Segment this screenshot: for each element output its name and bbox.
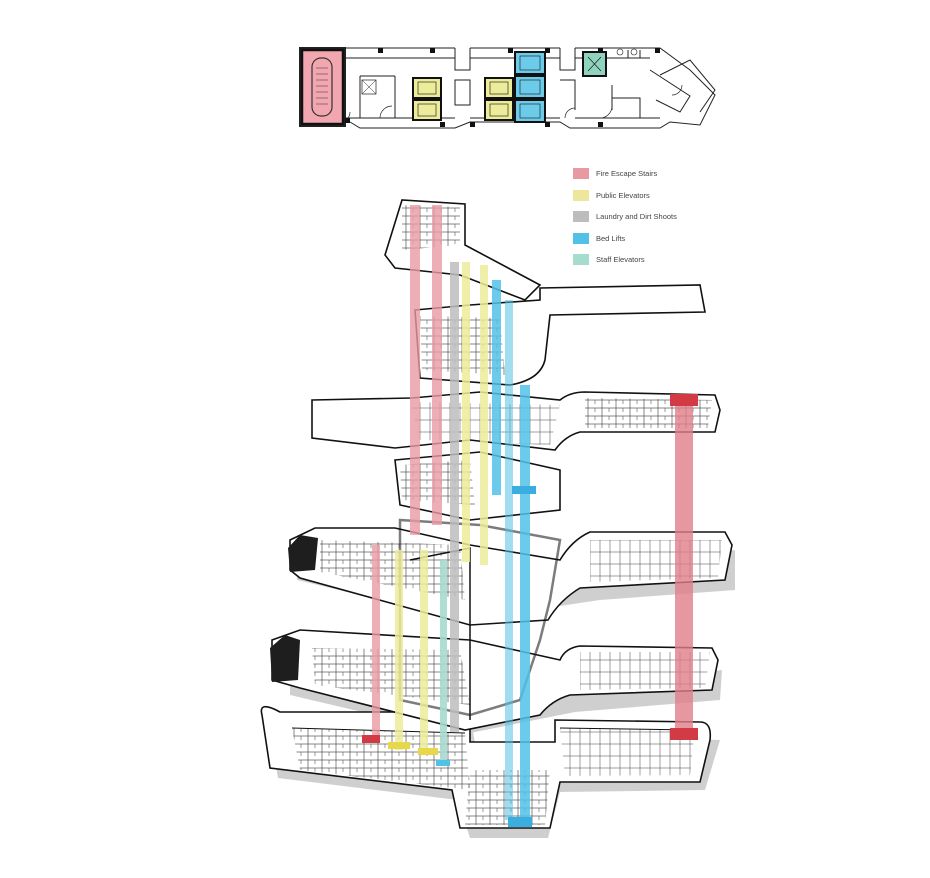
public-elevator-shaft-1 <box>462 262 470 562</box>
legend-label: Public Elevators <box>596 190 650 200</box>
fire-stair-shaft-4 <box>675 398 693 738</box>
public-elevator-shaft-2 <box>480 265 488 565</box>
stair-plan-icon <box>300 48 345 126</box>
legend-swatch <box>573 232 589 244</box>
public-elevator-shaft-4 <box>420 550 428 750</box>
public-elevator-shaft-3 <box>395 550 403 750</box>
fire-stair-shaft-1 <box>410 205 420 535</box>
legend-label: Laundry and Dirt Shoots <box>596 212 677 222</box>
legend-item-staff-elevators: Staff Elevators <box>573 249 733 271</box>
legend-swatch <box>573 189 589 201</box>
bed-lift-shaft-1 <box>492 280 501 495</box>
staff-elevator-shaft <box>440 560 447 760</box>
legend-item-fire-escape-stairs: Fire Escape Stairs <box>573 163 733 185</box>
legend: Fire Escape Stairs Public Elevators Laun… <box>573 163 733 271</box>
vertical-circulation <box>362 205 698 827</box>
legend-item-laundry-and-dirt-shoots: Laundry and Dirt Shoots <box>573 206 733 228</box>
bed-lift-shaft-3 <box>505 300 513 820</box>
floor-level-5 <box>311 391 721 451</box>
staff-elevator-plan-icon <box>582 51 607 77</box>
legend-label: Fire Escape Stairs <box>596 169 658 179</box>
legend-swatch <box>573 254 589 266</box>
laundry-shoot-shaft <box>450 262 459 732</box>
floor-level-2 <box>270 629 719 731</box>
legend-item-public-elevators: Public Elevators <box>573 185 733 207</box>
bed-lifts-plan-icon <box>514 51 546 123</box>
legend-label: Staff Elevators <box>596 255 645 265</box>
legend-label: Bed Lifts <box>596 233 626 243</box>
legend-swatch <box>573 211 589 223</box>
legend-item-bed-lifts: Bed Lifts <box>573 228 733 250</box>
legend-swatch <box>573 168 589 180</box>
fire-stair-shaft-2 <box>432 205 442 525</box>
public-elevators-plan-icon <box>412 77 514 121</box>
fire-stair-shaft-3 <box>372 545 380 740</box>
bed-lift-shaft-2 <box>520 385 530 825</box>
